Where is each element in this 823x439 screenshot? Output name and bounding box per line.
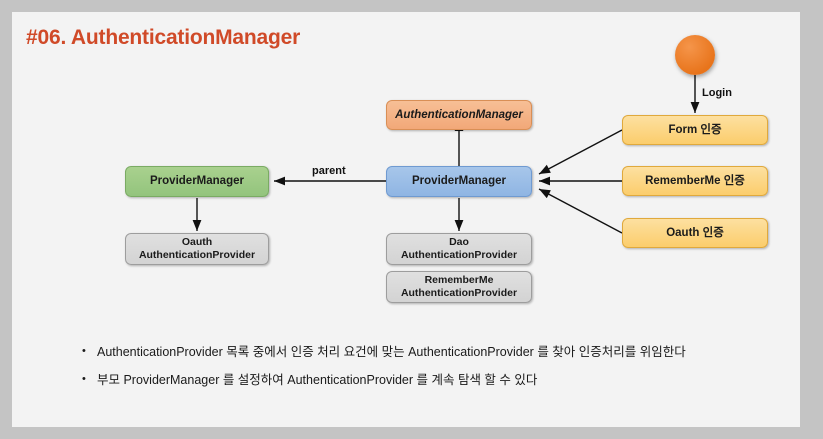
node-oauth-auth[interactable]: Oauth 인증: [622, 218, 768, 248]
edge-label-parent: parent: [312, 165, 346, 177]
page-title: #06. AuthenticationManager: [26, 26, 301, 49]
node-authentication-manager[interactable]: AuthenticationManager: [386, 100, 532, 130]
node-label-line2: AuthenticationProvider: [138, 249, 256, 261]
bullet-list: • AuthenticationProvider 목록 중에서 인증 처리 요건…: [82, 344, 782, 400]
bullet-marker: •: [82, 345, 86, 357]
slide-canvas: #06. AuthenticationManager: [12, 12, 800, 427]
node-label: ProviderManager: [150, 175, 244, 188]
edge-label-login: Login: [702, 87, 732, 99]
node-label-line1: Dao: [449, 236, 469, 249]
list-item: • AuthenticationProvider 목록 중에서 인증 처리 요건…: [82, 344, 782, 361]
list-item: • 부모 ProviderManager 를 설정하여 Authenticati…: [82, 372, 782, 389]
node-label-line2: AuthenticationProvider: [400, 249, 518, 261]
node-label: AuthenticationManager: [395, 108, 523, 121]
node-provider-manager[interactable]: ProviderManager: [386, 166, 532, 197]
node-label: Oauth 인증: [666, 226, 724, 239]
node-rememberme-authentication-provider[interactable]: RememberMe AuthenticationProvider: [386, 271, 532, 303]
architecture-diagram: Login parent AuthenticationManager Provi…: [12, 12, 800, 427]
node-oauth-authentication-provider[interactable]: Oauth AuthenticationProvider: [125, 233, 269, 265]
node-label: RememberMe 인증: [645, 174, 745, 187]
node-label: ProviderManager: [412, 175, 506, 188]
bullet-text: AuthenticationProvider 목록 중에서 인증 처리 요건에 …: [97, 345, 686, 359]
node-rememberme-auth[interactable]: RememberMe 인증: [622, 166, 768, 196]
bullet-marker: •: [82, 372, 86, 385]
login-actor-icon: [675, 35, 715, 75]
node-label-line1: RememberMe: [424, 274, 494, 287]
node-provider-manager-parent[interactable]: ProviderManager: [125, 166, 269, 197]
bullet-text: 부모 ProviderManager 를 설정하여 Authentication…: [97, 372, 538, 387]
node-dao-authentication-provider[interactable]: Dao AuthenticationProvider: [386, 233, 532, 265]
node-label: Form 인증: [668, 123, 722, 136]
node-form-auth[interactable]: Form 인증: [622, 115, 768, 145]
node-label-line2: AuthenticationProvider: [400, 287, 518, 299]
node-label-line1: Oauth: [181, 236, 213, 249]
